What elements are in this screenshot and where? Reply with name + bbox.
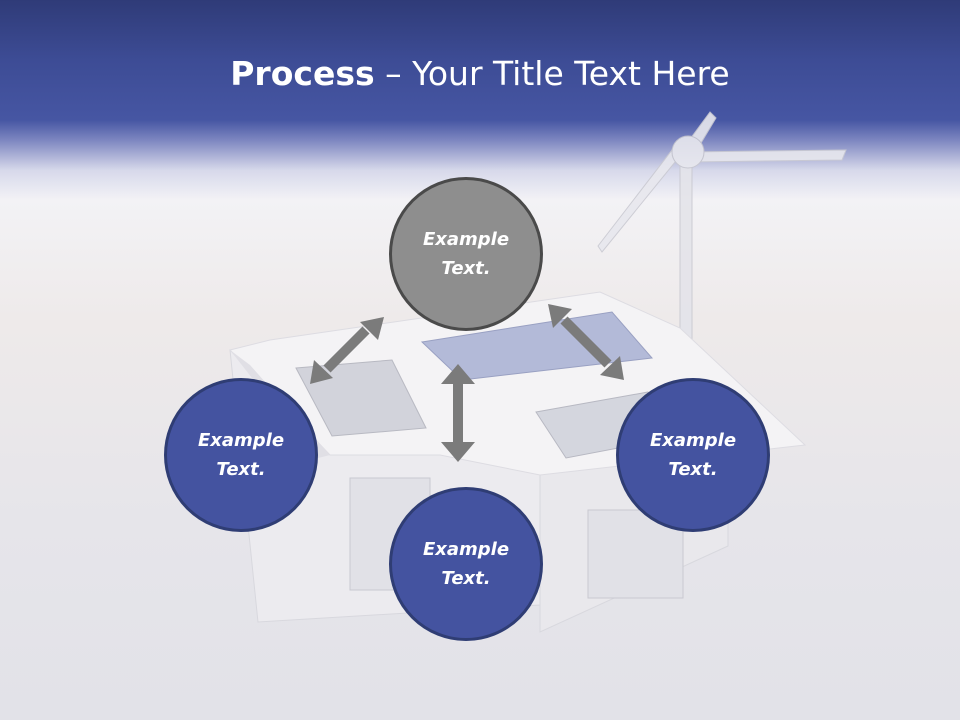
process-node-bottom[interactable]: Example Text.	[389, 487, 543, 641]
process-node-left[interactable]: Example Text.	[164, 378, 318, 532]
title-bold: Process	[230, 54, 375, 93]
process-node-right[interactable]: Example Text.	[616, 378, 770, 532]
wind-turbine-image	[597, 111, 847, 351]
arrow-top-right	[548, 304, 624, 380]
slide-title[interactable]: Process – Your Title Text Here	[0, 52, 960, 96]
title-banner	[0, 0, 960, 200]
arrow-vertical	[441, 364, 475, 462]
title-rest: – Your Title Text Here	[374, 54, 730, 93]
arrow-top-left	[310, 317, 384, 384]
node-text-top: Example Text.	[422, 229, 510, 279]
node-text-bottom: Example Text.	[422, 539, 510, 589]
node-text-left: Example Text.	[197, 430, 285, 480]
process-node-top[interactable]: Example Text.	[389, 177, 543, 331]
node-text-right: Example Text.	[649, 430, 737, 480]
